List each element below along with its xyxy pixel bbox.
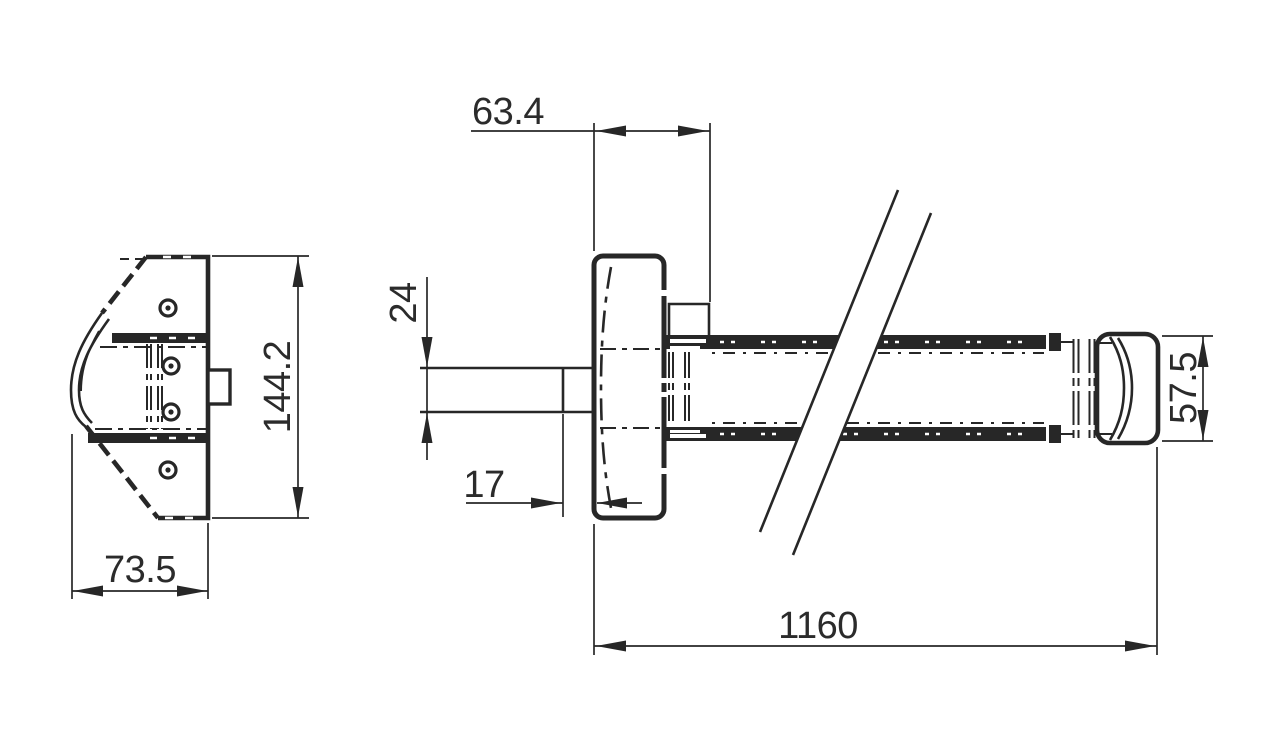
arrowhead-left bbox=[596, 640, 626, 652]
arrowhead-down bbox=[292, 487, 304, 517]
spindle bbox=[420, 366, 594, 414]
dimension-73-5: 73.5 bbox=[71, 434, 209, 599]
break-lines bbox=[758, 189, 933, 556]
bracket-slot bbox=[670, 339, 706, 343]
arrowhead-up bbox=[421, 413, 433, 443]
arrowhead-down bbox=[421, 337, 433, 367]
end-cap-curve bbox=[1108, 336, 1126, 441]
screw-hole-center bbox=[165, 467, 171, 473]
device-head bbox=[591, 253, 667, 521]
dimension-label: 73.5 bbox=[104, 549, 176, 591]
rail-end-block bbox=[1049, 333, 1061, 351]
arrowhead-up bbox=[1197, 337, 1209, 367]
break-gap bbox=[760, 190, 931, 555]
edge-gap bbox=[661, 468, 667, 474]
head-outline bbox=[591, 253, 667, 521]
plan-view bbox=[420, 189, 1161, 556]
arrowhead-left bbox=[596, 125, 626, 137]
left-side-view bbox=[69, 254, 232, 521]
dimension-144-2: 144.2 bbox=[212, 255, 309, 519]
nose-outer-curve bbox=[69, 312, 104, 429]
arrowhead-right bbox=[531, 497, 561, 509]
rail-end-block bbox=[1049, 425, 1061, 443]
arrowhead-down bbox=[1197, 410, 1209, 440]
edge-gap bbox=[661, 290, 667, 296]
arrowhead-left bbox=[597, 497, 627, 509]
bar-end-fitting bbox=[1049, 333, 1096, 443]
end-cap-outline bbox=[1094, 331, 1161, 446]
dimension-label: 17 bbox=[463, 464, 504, 506]
bracket-slot bbox=[670, 430, 700, 433]
dimension-label: 24 bbox=[383, 282, 425, 324]
bracket-top-chamfer bbox=[100, 255, 148, 315]
screw-hole-center bbox=[168, 409, 174, 415]
nose-detail-curve bbox=[80, 330, 100, 392]
dimension-17: 17 bbox=[463, 414, 642, 517]
end-cap bbox=[1094, 331, 1161, 446]
dimension-label: 57.5 bbox=[1163, 352, 1205, 424]
dimension-57-5: 57.5 bbox=[1162, 335, 1213, 442]
edge-gap bbox=[661, 392, 667, 397]
latch-stub bbox=[206, 368, 232, 406]
edge-gap bbox=[661, 378, 667, 383]
screw-holes bbox=[158, 298, 181, 480]
screw-hole-center bbox=[168, 363, 174, 369]
arrowhead-left bbox=[73, 585, 103, 597]
head-curved-face-hidden bbox=[599, 266, 613, 509]
screw-hole-center bbox=[165, 305, 171, 311]
dimension-label: 63.4 bbox=[472, 91, 544, 133]
bracket-slot bbox=[670, 346, 700, 349]
bracket-bottom-chamfer bbox=[84, 424, 160, 520]
bar-bottom-rail bbox=[660, 427, 1046, 441]
dimension-label: 144.2 bbox=[257, 341, 299, 434]
arrowhead-up bbox=[292, 257, 304, 287]
arrowhead-right bbox=[177, 585, 207, 597]
bracket-slot bbox=[670, 434, 706, 438]
dimension-63-4: 63.4 bbox=[471, 91, 711, 302]
dimension-24: 24 bbox=[383, 277, 433, 460]
break-line bbox=[758, 189, 900, 533]
dimension-label: 1160 bbox=[778, 605, 858, 647]
break-line bbox=[791, 212, 933, 556]
top-rail-band bbox=[112, 333, 208, 343]
head-bracket bbox=[667, 302, 711, 438]
bracket-outline bbox=[146, 254, 211, 521]
arrowhead-right bbox=[678, 125, 708, 137]
arrowhead-right bbox=[1125, 640, 1155, 652]
end-cap-curve bbox=[1116, 337, 1134, 440]
bracket-plate-top bbox=[667, 302, 711, 336]
dimension-1160: 1160 bbox=[593, 447, 1158, 655]
bottom-rail-band bbox=[88, 433, 208, 443]
